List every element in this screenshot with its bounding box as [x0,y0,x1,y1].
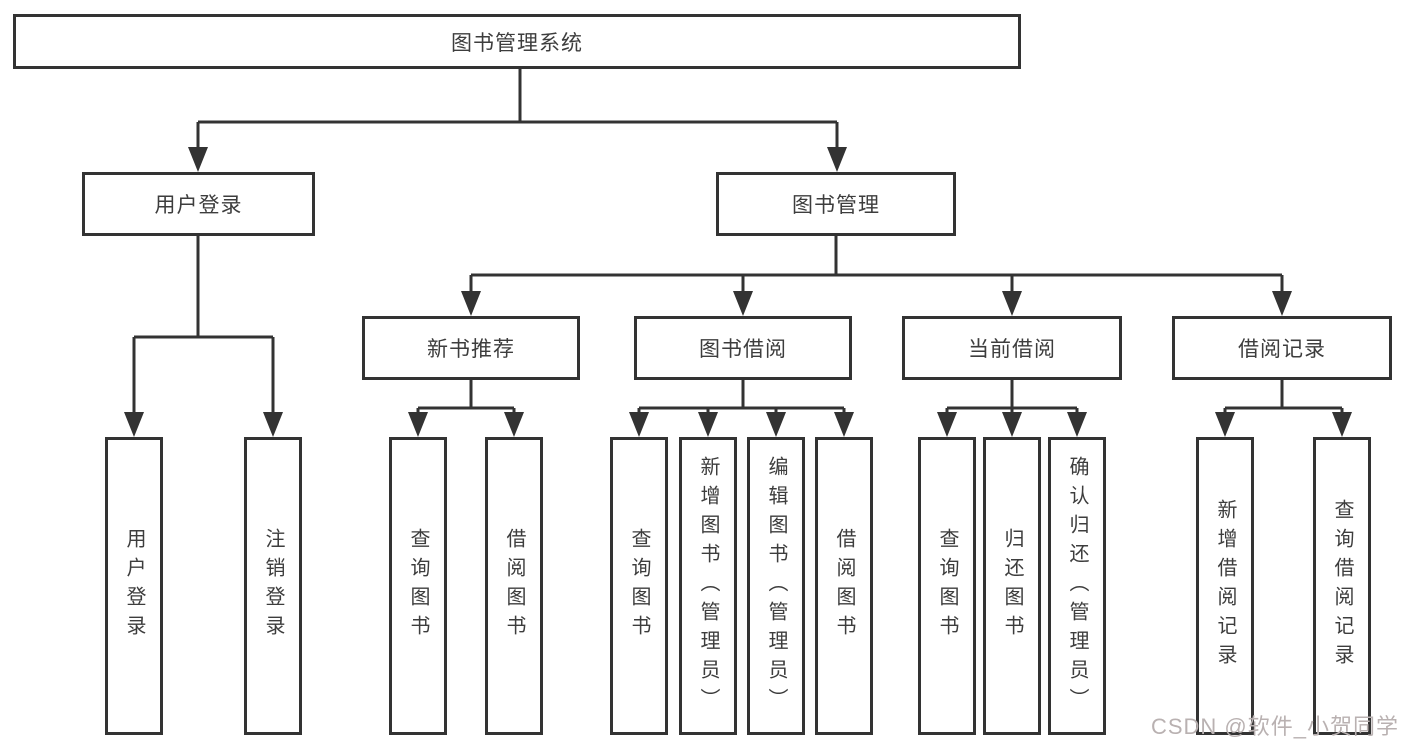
node-label: 图书借阅 [699,338,787,361]
leaf-borrow-books: 借阅图书 [815,437,873,735]
leaf-query-books: 查询图书 [610,437,668,735]
leaf-label: 用户登录 [123,528,145,644]
leaf-confirm-return-admin: 确认归还（管理员） [1048,437,1106,735]
node-label: 用户登录 [154,194,243,217]
node-book-management-branch: 图书管理 [716,172,956,236]
leaf-query-borrow-record: 查询借阅记录 [1313,437,1371,735]
leaf-edit-books-admin: 编辑图书（管理员） [747,437,805,735]
leaf-label: 确认归还（管理员） [1066,455,1088,717]
node-root-label: 图书管理系统 [451,31,583,55]
leaf-label: 注销登录 [262,528,284,644]
arrowheads [124,147,1352,437]
leaf-label: 查询图书 [628,528,650,644]
leaf-label: 借阅图书 [833,528,855,644]
leaf-label: 新增图书（管理员） [697,455,719,717]
leaf-add-borrow-record: 新增借阅记录 [1196,437,1254,735]
leaf-label: 归还图书 [1001,528,1023,644]
node-current-borrow: 当前借阅 [902,316,1122,380]
leaf-label: 查询借阅记录 [1331,499,1353,673]
leaf-logout: 注销登录 [244,437,302,735]
node-new-book-recommend: 新书推荐 [362,316,580,380]
leaf-add-books-admin: 新增图书（管理员） [679,437,737,735]
node-root: 图书管理系统 [13,14,1021,69]
node-label: 新书推荐 [427,338,515,361]
node-user-login-branch: 用户登录 [82,172,315,236]
leaf-label: 查询图书 [407,528,429,644]
csdn-watermark: CSDN @软件_小贺同学 [1150,714,1399,739]
leaf-label: 新增借阅记录 [1214,499,1236,673]
leaf-label: 借阅图书 [503,528,525,644]
leaf-borrow-books: 借阅图书 [485,437,543,735]
leaf-label: 编辑图书（管理员） [765,455,787,717]
node-book-borrow: 图书借阅 [634,316,852,380]
leaf-query-books: 查询图书 [918,437,976,735]
node-label: 借阅记录 [1238,338,1326,361]
node-label: 当前借阅 [968,338,1056,361]
node-borrow-record: 借阅记录 [1172,316,1392,380]
leaf-return-books: 归还图书 [983,437,1041,735]
leaf-user-login: 用户登录 [105,437,163,735]
node-label: 图书管理 [792,194,880,217]
leaf-query-books: 查询图书 [389,437,447,735]
leaf-label: 查询图书 [936,528,958,644]
